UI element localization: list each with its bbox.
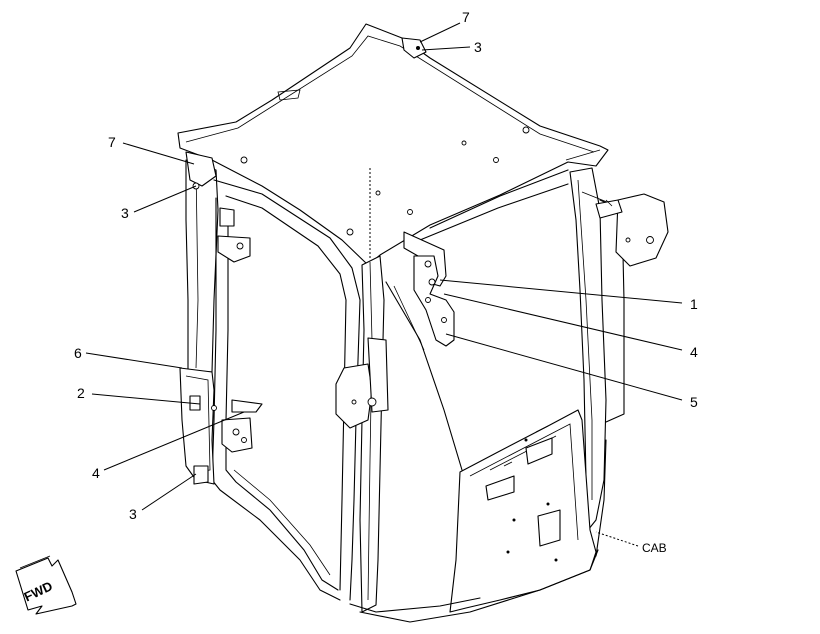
callout-5: 5 <box>690 394 698 410</box>
callout-3-left-upper: 3 <box>121 205 129 221</box>
callout-4-right: 4 <box>690 344 698 360</box>
callout-6: 6 <box>74 345 82 361</box>
callout-7-top: 7 <box>462 9 470 25</box>
callout-7-left: 7 <box>108 134 116 150</box>
forward-arrow-icon: FWD <box>15 555 77 615</box>
cab-frame <box>177 23 669 623</box>
assembly-label: CAB <box>642 541 667 555</box>
callout-3-top: 3 <box>474 39 482 55</box>
callout-2: 2 <box>77 385 85 401</box>
leader-lines <box>85 22 683 547</box>
callout-3-left-lower: 3 <box>129 506 137 522</box>
callout-1: 1 <box>690 296 698 312</box>
callout-4-left: 4 <box>92 465 100 481</box>
callout-labels: 7 3 7 3 6 2 4 3 1 4 5 CAB <box>74 9 698 555</box>
